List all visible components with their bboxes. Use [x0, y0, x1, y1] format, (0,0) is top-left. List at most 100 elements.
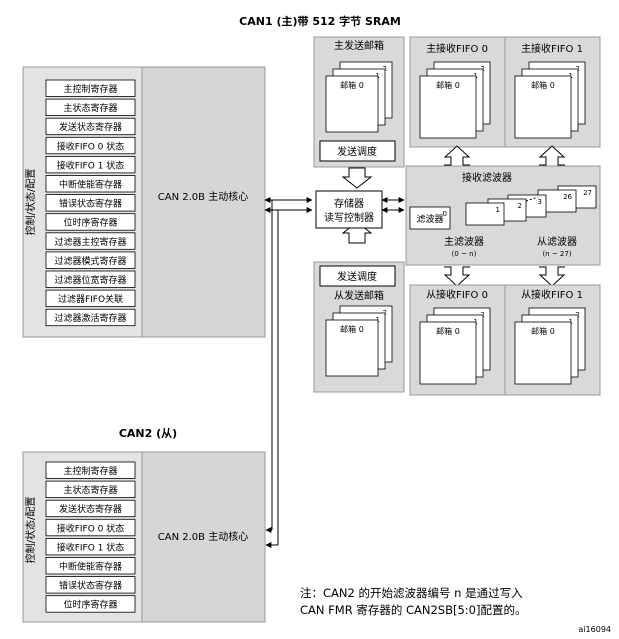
storage-line2: 读写控制器 [324, 211, 374, 224]
can1-register-label: 位时序寄存器 [63, 217, 117, 229]
filter-number: 2 [518, 202, 522, 210]
can1-register-box [45, 98, 136, 116]
can1-register-box [45, 117, 136, 136]
slave-tx-label: 从发送邮箱 [334, 289, 384, 302]
can1-register-box [45, 308, 136, 327]
can1-title: CAN1 (主)带 512 字节 SRAM [239, 14, 401, 28]
mailbox-label: 邮箱 0 [340, 80, 364, 90]
can2-register-label: 错误状态寄存器 [59, 580, 122, 592]
can1-register-label: 中断使能寄存器 [59, 179, 122, 191]
can1-core-label: CAN 2.0B 主动核心 [158, 190, 248, 203]
can1-register-box [45, 232, 136, 250]
can2-register-box [45, 480, 136, 499]
can2-register-label: 位时序寄存器 [63, 599, 117, 611]
filter-number: 27 [583, 189, 592, 197]
can1-register-label: 过滤器主控寄存器 [54, 236, 126, 248]
storage-line1: 存储器 [334, 197, 364, 210]
can1-register-label: 主状态寄存器 [63, 102, 117, 114]
can2-register-box [45, 518, 136, 537]
can1-register-label: 过滤器模式寄存器 [54, 255, 126, 267]
can1-register-label: 错误状态寄存器 [59, 198, 122, 210]
master-tx-label: 主发送邮箱 [334, 39, 384, 52]
can2-register-label: 接收FIFO 1 状态 [57, 541, 125, 553]
can2-register-label: 中断使能寄存器 [59, 561, 122, 573]
can1-register-box [45, 79, 136, 97]
master-rx1-label: 主接收FIFO 1 [521, 42, 583, 55]
can1-control-block: 控制/状态/配置 CAN 2.0B 主动核心 主控制寄存器主状态寄存器发送状态寄… [22, 66, 266, 338]
can2-register-box [45, 499, 136, 518]
can2-register-label: 主状态寄存器 [63, 484, 117, 496]
can2-register-box [45, 595, 136, 613]
sched-arrows [341, 167, 373, 244]
can2-control-block: 控制/状态/配置 CAN 2.0B 主动核心 主控制寄存器主状态寄存器发送状态寄… [22, 451, 266, 623]
master-rx0-label: 主接收FIFO 0 [426, 42, 488, 55]
mailbox-label: 邮箱 0 [531, 80, 555, 90]
note-line2: CAN FMR 寄存器的 CAN2SB[5:0]配置的。 [300, 603, 526, 617]
can1-register-box [45, 270, 136, 288]
can1-register-box [45, 251, 136, 269]
filter-number: 1 [496, 206, 500, 214]
can2-register-label: 主控制寄存器 [63, 465, 117, 477]
bus-lines [264, 197, 405, 548]
can1-register-label: 主控制寄存器 [63, 83, 117, 95]
can1-register-label: 过滤器位宽寄存器 [54, 274, 126, 286]
mailbox-label: 邮箱 0 [340, 324, 364, 334]
mailbox-sheet [419, 321, 477, 385]
can2-register-label: 接收FIFO 0 状态 [57, 522, 125, 534]
slave-rx1-stack: 21邮箱 0 [514, 307, 586, 385]
can2-core-label: CAN 2.0B 主动核心 [158, 530, 248, 543]
mailbox-sheet [514, 321, 572, 385]
can1-side-label: 控制/状态/配置 [24, 169, 37, 236]
mailbox-label: 邮箱 0 [436, 326, 460, 336]
filter-number: 0 [443, 210, 447, 218]
master-tx-stack: 21邮箱 0 [325, 61, 393, 133]
mailbox-label: 邮箱 0 [436, 80, 460, 90]
can1-register-label: 接收FIFO 1 状态 [57, 159, 125, 171]
mailbox-label: 邮箱 0 [531, 326, 555, 336]
master-rx0-stack: 21邮箱 0 [419, 61, 491, 139]
can1-register-box [45, 289, 136, 308]
can1-register-box [45, 175, 136, 193]
filter-title: 接收滤波器 [462, 171, 512, 184]
filter-sheet [409, 206, 451, 230]
slave-filter-label: 从滤波器 [537, 235, 577, 248]
note-line1: 注：CAN2 的开始滤波器编号 n 是通过写入 [300, 586, 523, 600]
master-rx-fifo1: 主接收FIFO 1 21邮箱 0 [504, 36, 601, 148]
mailbox-sheet [325, 75, 379, 133]
mailbox-sheet [419, 75, 477, 139]
figure-id: ai16094 [578, 625, 611, 634]
can2-register-box [45, 461, 136, 479]
can1-register-box [45, 213, 136, 231]
master-filter-label: 主滤波器 [444, 235, 484, 248]
slave-rx1-label: 从接收FIFO 1 [521, 288, 583, 301]
can2-register-box [45, 557, 136, 575]
master-tx-sched-label: 发送调度 [337, 145, 377, 158]
slave-rx0-label: 从接收FIFO 0 [426, 288, 488, 301]
can2-register-box [45, 538, 136, 556]
filter-sheet [465, 202, 505, 226]
can1-register-label: 过滤器激活寄存器 [54, 312, 126, 324]
master-tx-mailbox: 主发送邮箱 21邮箱 0 发送调度 [313, 36, 405, 168]
can2-title: CAN2 (从) [119, 427, 177, 440]
mailbox-sheet [514, 75, 572, 139]
slave-rx-fifo0: 从接收FIFO 0 21邮箱 0 [409, 284, 506, 396]
can2-register-label: 发送状态寄存器 [59, 503, 122, 515]
can1-register-box [45, 136, 136, 155]
master-rx-fifo0: 主接收FIFO 0 21邮箱 0 [409, 36, 506, 148]
filter-number: 26 [563, 193, 572, 201]
slave-tx-sched-label: 发送调度 [337, 270, 377, 283]
mailbox-sheet [325, 319, 379, 377]
storage-controller: 存储器 读写控制器 [315, 190, 383, 229]
can2-side-label: 控制/状态/配置 [24, 497, 37, 564]
slave-tx-stack: 21邮箱 0 [325, 305, 393, 377]
can1-register-box [45, 155, 136, 174]
can1-register-label: 发送状态寄存器 [59, 121, 122, 133]
can2-register-box [45, 576, 136, 594]
can1-register-box [45, 194, 136, 212]
slave-filter-range: (n ~ 27) [542, 250, 571, 258]
filter-label: 滤波器 [416, 213, 443, 225]
